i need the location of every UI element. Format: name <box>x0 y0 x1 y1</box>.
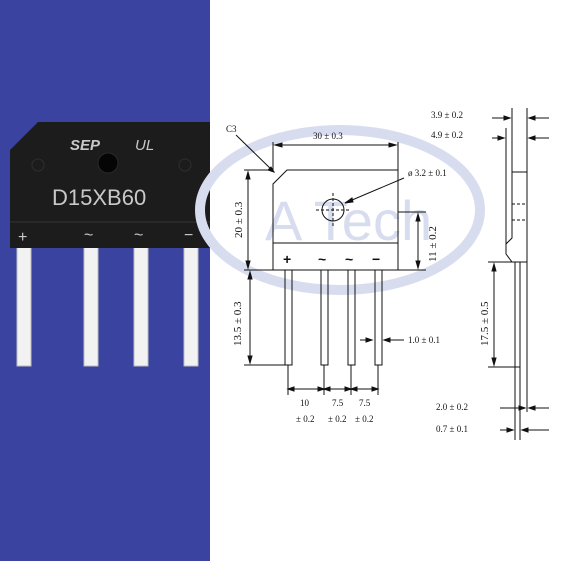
body-outline <box>272 169 399 271</box>
pitch-1-tol: ± 0.2 <box>296 414 314 424</box>
photo-lead-1 <box>16 245 32 367</box>
front-view <box>235 134 426 395</box>
pitch-2-label: 7.5 <box>332 398 344 408</box>
photo-background <box>0 0 210 561</box>
pitch-3-label: 7.5 <box>359 398 371 408</box>
side-lead-offset-label: 2.0 ± 0.2 <box>436 402 468 412</box>
lead-width-label: 1.0 ± 0.1 <box>408 335 440 345</box>
photo-lead-3 <box>133 245 149 367</box>
photo-lead-4 <box>183 245 199 367</box>
step-height-label: 11 ± 0.2 <box>427 226 439 262</box>
photo-pin-mark-1: + <box>18 229 27 246</box>
component-photo: SEP UL D15XB60 + ~ ~ − <box>10 122 210 367</box>
side-view <box>488 108 549 440</box>
photo-pin-mark-3: ~ <box>134 227 143 244</box>
lead-2 <box>320 269 329 366</box>
pitch-1-label: 10 <box>300 398 310 408</box>
side-lead <box>514 261 521 368</box>
pitch-2-tol: ± 0.2 <box>328 414 346 424</box>
watermark-text: A Tech <box>265 189 432 252</box>
pitch-3-tol: ± 0.2 <box>355 414 373 424</box>
photo-lead-2 <box>83 245 99 367</box>
photo-body <box>10 122 210 248</box>
pin-mark-1: + <box>283 251 291 267</box>
watermark: A Tech <box>195 125 485 295</box>
photo-part-number: D15XB60 <box>52 185 146 210</box>
height-label: 20 ± 0.3 <box>233 201 245 238</box>
side-lead-length-label: 17.5 ± 0.5 <box>479 301 491 346</box>
side-body <box>505 171 528 263</box>
lead-length-label: 13.5 ± 0.3 <box>232 301 244 346</box>
photo-pin-mark-2: ~ <box>84 227 93 244</box>
lead-3 <box>347 269 356 366</box>
hole-label: ø 3.2 ± 0.1 <box>408 168 447 178</box>
width-label: 30 ± 0.3 <box>313 131 343 141</box>
side-lead-thickness-label: 0.7 ± 0.1 <box>436 424 468 434</box>
pin-mark-2: ~ <box>318 251 326 267</box>
photo-mount-hole <box>97 152 119 174</box>
pin-mark-3: ~ <box>345 251 353 267</box>
side-thickness-top-label: 3.9 ± 0.2 <box>431 110 463 120</box>
photo-pin-mark-4: − <box>184 227 193 244</box>
side-thickness-body-label: 4.9 ± 0.2 <box>431 130 463 140</box>
chamfer-callout: C3 <box>226 124 237 134</box>
photo-ul-mark: UL <box>135 137 154 154</box>
photo-logo: SEP <box>70 137 101 154</box>
pin-mark-4: − <box>372 251 380 267</box>
